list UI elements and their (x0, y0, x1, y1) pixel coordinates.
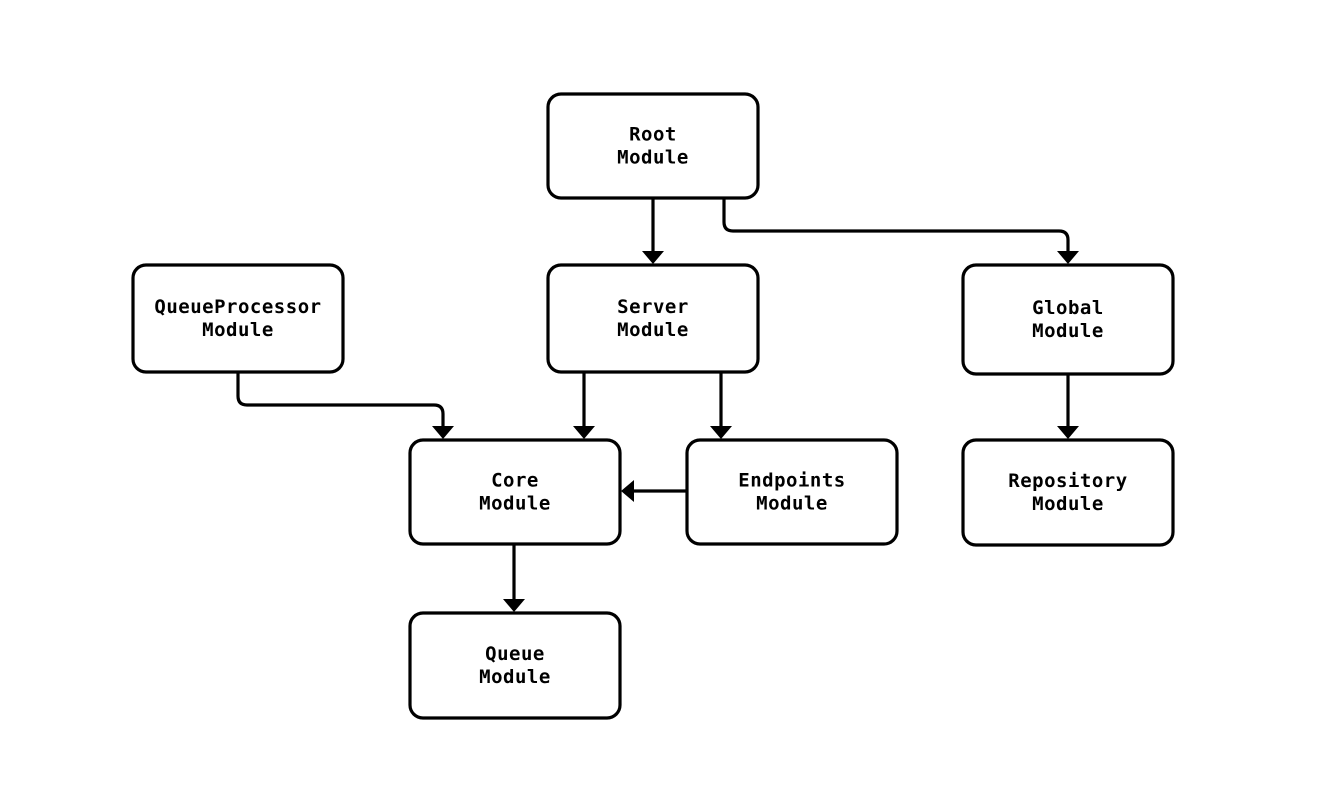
edge-arrowhead (1057, 251, 1079, 264)
edge-endpoints-to-core (621, 480, 687, 502)
edge-line (236, 372, 445, 427)
node-label-name: Server (617, 296, 689, 318)
node-label-name: Queue (485, 643, 545, 665)
edge-arrowhead (573, 426, 595, 439)
edge-server-to-core (573, 372, 595, 439)
edge-arrowhead (432, 426, 454, 439)
node-label-kind: Module (202, 319, 274, 341)
edge-line (722, 198, 1070, 252)
edge-root-to-server (642, 198, 664, 264)
node-label-kind: Module (1032, 493, 1104, 515)
edge-server-to-endpoints (710, 372, 732, 439)
node-label-name: Global (1032, 297, 1104, 319)
node-box[interactable] (685, 438, 899, 546)
edge-arrowhead (642, 251, 664, 264)
edge-arrowhead (503, 599, 525, 612)
edge-arrowhead (710, 426, 732, 439)
node-label-name: Core (491, 470, 539, 492)
edge-global-to-repository (1057, 374, 1079, 439)
node-label-name: QueueProcessor (154, 296, 321, 318)
node-label-name: Endpoints (738, 470, 845, 492)
node-box[interactable] (131, 263, 345, 374)
edge-arrowhead (1057, 426, 1079, 439)
node-box[interactable] (546, 92, 760, 200)
edge-queueprocessor-to-core (236, 372, 454, 439)
node-label-kind: Module (617, 319, 689, 341)
node-box[interactable] (408, 611, 622, 720)
node-label-name: Root (629, 124, 677, 146)
node-box[interactable] (546, 263, 760, 374)
node-label-kind: Module (617, 147, 689, 169)
node-box[interactable] (961, 263, 1175, 376)
edges-layer (236, 198, 1079, 612)
node-label-name: Repository (1008, 470, 1127, 492)
node-label-kind: Module (1032, 320, 1104, 342)
node-label-kind: Module (756, 493, 828, 515)
nodes-layer: RootModuleQueueProcessorModuleServerModu… (131, 92, 1175, 720)
node-box[interactable] (408, 438, 622, 546)
edge-arrowhead (621, 480, 634, 502)
edge-root-to-global (722, 198, 1079, 264)
node-label-kind: Module (479, 493, 551, 515)
edge-core-to-queue (503, 544, 525, 612)
node-label-kind: Module (479, 666, 551, 688)
node-box[interactable] (961, 438, 1175, 547)
